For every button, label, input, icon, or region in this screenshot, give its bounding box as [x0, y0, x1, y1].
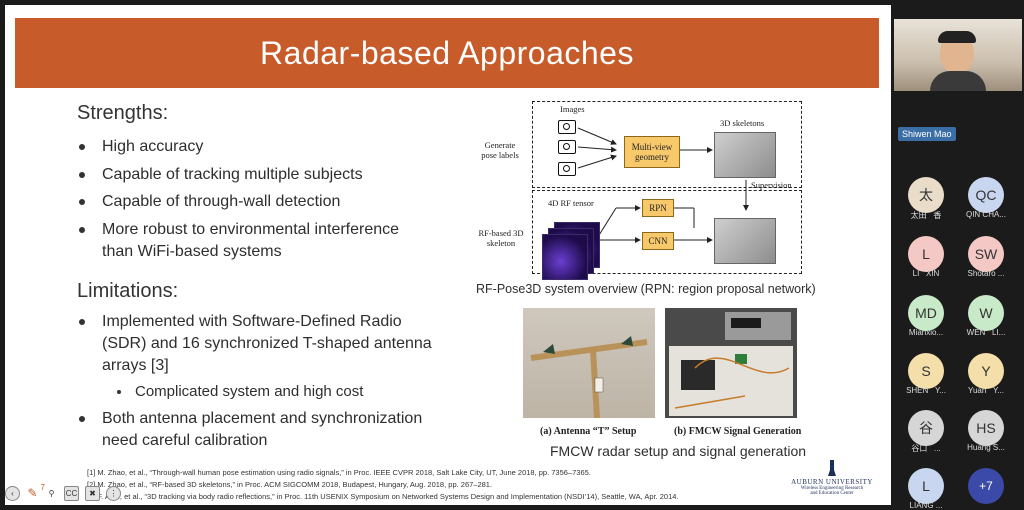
- rf-skeleton-image: [714, 218, 776, 264]
- limitation-subitem: Complicated system and high cost: [135, 383, 364, 400]
- limitation-item-cont: need careful calibration: [102, 432, 268, 449]
- zoom-button[interactable]: ⚲: [48, 489, 55, 498]
- participant-avatar[interactable]: W: [968, 295, 1004, 331]
- limitation-item: Implemented with Software-Defined Radio: [102, 313, 402, 330]
- prev-slide-button[interactable]: ‹: [5, 486, 20, 501]
- rf-tensor-label: 4D RF tensor: [548, 198, 594, 208]
- participant-avatar[interactable]: Y: [968, 353, 1004, 389]
- participant-name: SHEN Y...: [906, 386, 946, 395]
- participant-avatar[interactable]: 谷: [908, 410, 944, 446]
- auburn-logo: AUBURN UNIVERSITY Wireless Engineering R…: [787, 458, 877, 500]
- participant-name: 太田 香: [910, 211, 942, 220]
- participant-avatar[interactable]: HS: [968, 410, 1004, 446]
- camera-icon: [558, 120, 576, 134]
- bullet-dot: [79, 144, 85, 150]
- limitation-item-cont: arrays [3]: [102, 357, 169, 374]
- multiview-line: geometry: [635, 152, 669, 162]
- rf-skeleton-label: RF-based 3D skeleton: [470, 228, 532, 248]
- generate-label-line: pose labels: [481, 150, 519, 160]
- participants-sidebar: Shiwen Mao 太 太田 香 QC QIN CHA... L LI XIN…: [892, 0, 1024, 510]
- participant-avatar[interactable]: L: [908, 468, 944, 504]
- participant-name: QIN CHA...: [965, 210, 1006, 219]
- participant-avatar[interactable]: SW: [968, 236, 1004, 272]
- images-label: Images: [560, 104, 585, 114]
- footnote: [2] M. Zhao, et al., “RF-based 3D skelet…: [87, 480, 493, 489]
- mute-button[interactable]: ✖: [85, 486, 100, 501]
- cnn-box: CNN: [642, 232, 674, 250]
- strength-item: High accuracy: [102, 138, 204, 155]
- bullet-dot: [79, 319, 85, 325]
- camera-icon: [558, 140, 576, 154]
- presentation-slide: Radar-based Approaches Strengths: High a…: [5, 5, 891, 505]
- participant-name: WEN LI...: [966, 328, 1006, 337]
- rf-tensor-image: [542, 234, 588, 280]
- fmcw-drawing: [669, 312, 793, 416]
- upper-dashed-box: [532, 101, 802, 188]
- logo-sub: Wireless Engineering Research: [800, 486, 864, 491]
- limitation-item: Both antenna placement and synchronizati…: [102, 410, 423, 427]
- bullet-dot: [79, 172, 85, 178]
- participant-avatar[interactable]: 太: [908, 177, 944, 213]
- footnote: [1] M. Zhao, et al., “Through-wall human…: [87, 468, 591, 477]
- limitations-heading: Limitations:: [77, 280, 179, 302]
- tower-icon: [828, 460, 836, 476]
- more-button[interactable]: ⋮: [106, 486, 121, 501]
- bullet-dot: [79, 227, 85, 233]
- lower-dashed-box: [532, 190, 802, 274]
- diagram-caption: RF-Pose3D system overview (RPN: region p…: [476, 282, 816, 296]
- participant-name: Huang S...: [967, 443, 1005, 452]
- participant-avatar[interactable]: L: [908, 236, 944, 272]
- logo-sub: and Education Center: [810, 491, 854, 496]
- rf-skeleton-line: RF-based 3D: [478, 228, 524, 238]
- limitation-item-cont: (SDR) and 16 synchronized T-shaped anten…: [102, 335, 432, 352]
- participant-name: Shotaro ...: [967, 269, 1005, 278]
- participant-avatar[interactable]: QC: [968, 177, 1004, 213]
- photos-caption: FMCW radar setup and signal generation: [550, 443, 807, 459]
- strength-item: Capable of tracking multiple subjects: [102, 166, 363, 183]
- generate-pose-labels: Generate pose labels: [472, 140, 528, 160]
- strength-item: More robust to environmental interferenc…: [102, 221, 400, 238]
- participant-avatar[interactable]: S: [908, 353, 944, 389]
- slide-title: Radar-based Approaches: [15, 18, 879, 88]
- skeletons-label: 3D skeletons: [720, 118, 765, 128]
- participant-name: LIANG ...: [909, 501, 943, 510]
- caption-b: (b) FMCW Signal Generation: [674, 426, 802, 437]
- presentation-toolbar: ‹ ✎7 ⚲ CC ✖ ⋮: [5, 483, 121, 501]
- participant-name: Yuan Y...: [968, 386, 1004, 395]
- presenter-name: Shiwen Mao: [898, 127, 956, 141]
- strength-item-cont: than WiFi-based systems: [102, 243, 282, 260]
- multiview-line: Multi-view: [631, 142, 673, 152]
- skeleton-image: [714, 132, 776, 178]
- logo-name: AUBURN UNIVERSITY: [791, 478, 873, 486]
- strengths-heading: Strengths:: [77, 102, 169, 124]
- presenter-video[interactable]: [894, 19, 1022, 91]
- more-participants-button[interactable]: +7: [968, 468, 1004, 504]
- antenna-drawing: [530, 336, 648, 418]
- participant-name: LI XIN: [912, 269, 940, 278]
- bullet-dot: [79, 199, 85, 205]
- presenter-body: [930, 71, 986, 91]
- page-number: 7: [40, 483, 45, 492]
- fmcw-photo: [665, 308, 797, 418]
- footnotes: [1] M. Zhao, et al., “Through-wall human…: [87, 467, 679, 503]
- participant-avatar[interactable]: MD: [908, 295, 944, 331]
- presenter-hair: [938, 31, 976, 43]
- sub-bullet-dot: [117, 390, 121, 394]
- caption-a: (a) Antenna “T” Setup: [540, 426, 637, 437]
- captions-button[interactable]: CC: [64, 486, 79, 501]
- pen-tool-button[interactable]: ✎7: [27, 483, 45, 500]
- participant-name: 谷口 ...: [911, 444, 941, 453]
- bullet-dot: [79, 416, 85, 422]
- supervision-label: Supervision: [751, 180, 792, 190]
- rpn-box: RPN: [642, 199, 674, 217]
- antenna-photo: [523, 308, 655, 418]
- footnote: [3] F. Adib, et al., “3D tracking via bo…: [87, 492, 679, 501]
- camera-icon: [558, 162, 576, 176]
- generate-label-line: Generate: [484, 140, 516, 150]
- strength-item: Capable of through-wall detection: [102, 193, 341, 210]
- rf-skeleton-line: skeleton: [486, 238, 516, 248]
- participant-name: Mianxio...: [908, 328, 944, 337]
